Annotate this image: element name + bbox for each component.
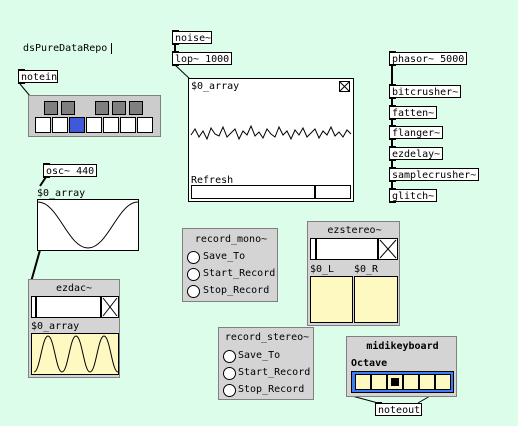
start-record-label: Start_Record xyxy=(203,268,276,279)
bang-button[interactable] xyxy=(187,285,200,298)
osc-object[interactable]: osc~ 440 xyxy=(43,163,97,178)
noise-object[interactable]: noise~ xyxy=(172,30,212,45)
ezdac-array-graph[interactable] xyxy=(31,333,119,375)
start-record-label: Start_Record xyxy=(238,367,311,378)
white-key[interactable] xyxy=(86,117,102,133)
octave-selector xyxy=(351,371,454,393)
black-key[interactable] xyxy=(112,101,126,115)
white-key[interactable] xyxy=(120,117,136,133)
white-key[interactable] xyxy=(137,117,153,133)
white-key[interactable] xyxy=(35,117,51,133)
left-array-label: $0_L xyxy=(310,264,335,275)
octave-cell[interactable] xyxy=(371,374,387,390)
ezdelay-object[interactable]: ezdelay~ xyxy=(389,146,443,161)
glitch-object[interactable]: glitch~ xyxy=(389,188,437,203)
selected-marker xyxy=(391,378,399,386)
lop-object[interactable]: lop~ 1000 xyxy=(172,51,232,66)
stop-record-label: Stop_Record xyxy=(238,384,305,395)
save-to-label: Save_To xyxy=(238,350,281,361)
ezdac-waveform xyxy=(33,335,118,373)
right-array-graph[interactable] xyxy=(354,276,398,323)
octave-cell[interactable] xyxy=(419,374,435,390)
osc-array-graph[interactable] xyxy=(37,199,139,251)
ezstereo-toggle-x-icon[interactable] xyxy=(378,238,398,260)
samplecrusher-object[interactable]: samplecrusher~ xyxy=(389,167,479,182)
noteout-object[interactable]: noteout xyxy=(375,402,422,416)
octave-cell[interactable] xyxy=(355,374,371,390)
ezdac-array-label: $0_array xyxy=(31,321,80,332)
array-label: $0_array xyxy=(191,81,240,92)
white-key[interactable] xyxy=(103,117,119,133)
midikeyboard-title: midikeyboard xyxy=(366,341,439,352)
left-array-graph[interactable] xyxy=(310,276,353,323)
record-stereo-panel: record_stereo~ Save_To Start_Record Stop… xyxy=(218,327,314,400)
bang-button[interactable] xyxy=(187,268,200,281)
octave-cell-selected[interactable] xyxy=(387,374,403,390)
record-mono-panel: record_mono~ Save_To Start_Record Stop_R… xyxy=(182,228,278,302)
ezstereo-volume-slider[interactable] xyxy=(310,238,378,260)
sine-waveform xyxy=(38,201,138,249)
toggle-x-icon[interactable] xyxy=(339,81,350,92)
slider-handle[interactable] xyxy=(315,239,317,259)
octave-cell[interactable] xyxy=(435,374,451,390)
record-mono-title: record_mono~ xyxy=(194,234,268,245)
ezstereo-title: ezstereo~ xyxy=(327,225,382,236)
refresh-slider[interactable] xyxy=(191,185,351,199)
phasor-object[interactable]: phasor~ 5000 xyxy=(389,51,467,66)
bitcrusher-object[interactable]: bitcrusher~ xyxy=(389,84,461,99)
ezdac-panel: ezdac~ $0_array xyxy=(28,279,120,378)
black-key[interactable] xyxy=(95,101,109,115)
ezdac-title: ezdac~ xyxy=(55,283,93,294)
bang-button[interactable] xyxy=(223,367,236,380)
slider-handle[interactable] xyxy=(35,297,37,317)
noise-array-graph[interactable]: $0_array Refresh xyxy=(188,78,354,202)
midikeyboard-panel: midikeyboard Octave xyxy=(346,336,457,397)
white-key[interactable] xyxy=(52,117,68,133)
osc-array-label: $0_array xyxy=(37,188,86,199)
ezstereo-panel: ezstereo~ $0_L $0_R xyxy=(307,221,400,326)
white-key-active[interactable] xyxy=(69,117,85,133)
bang-button[interactable] xyxy=(223,384,236,397)
slider-handle[interactable] xyxy=(314,186,316,198)
fatten-object[interactable]: fatten~ xyxy=(389,105,437,120)
black-key[interactable] xyxy=(129,101,143,115)
record-stereo-title: record_stereo~ xyxy=(224,332,310,343)
octave-cell[interactable] xyxy=(403,374,419,390)
save-to-label: Save_To xyxy=(203,251,246,262)
bang-button[interactable] xyxy=(223,350,236,363)
dsp-toggle-x-icon[interactable] xyxy=(101,296,119,318)
noise-waveform xyxy=(190,124,352,141)
black-key[interactable] xyxy=(44,101,58,115)
ezdac-volume-slider[interactable] xyxy=(31,296,101,318)
black-key[interactable] xyxy=(61,101,75,115)
flanger-object[interactable]: flanger~ xyxy=(389,125,443,140)
notein-object[interactable]: notein xyxy=(18,69,58,84)
octave-label: Octave xyxy=(351,358,388,369)
bang-button[interactable] xyxy=(187,251,200,264)
patch-title: dsPureDataRepo xyxy=(23,43,113,54)
refresh-label: Refresh xyxy=(191,175,234,186)
right-array-label: $0_R xyxy=(354,264,379,275)
stop-record-label: Stop_Record xyxy=(203,285,270,296)
notein-keyboard xyxy=(28,95,161,137)
